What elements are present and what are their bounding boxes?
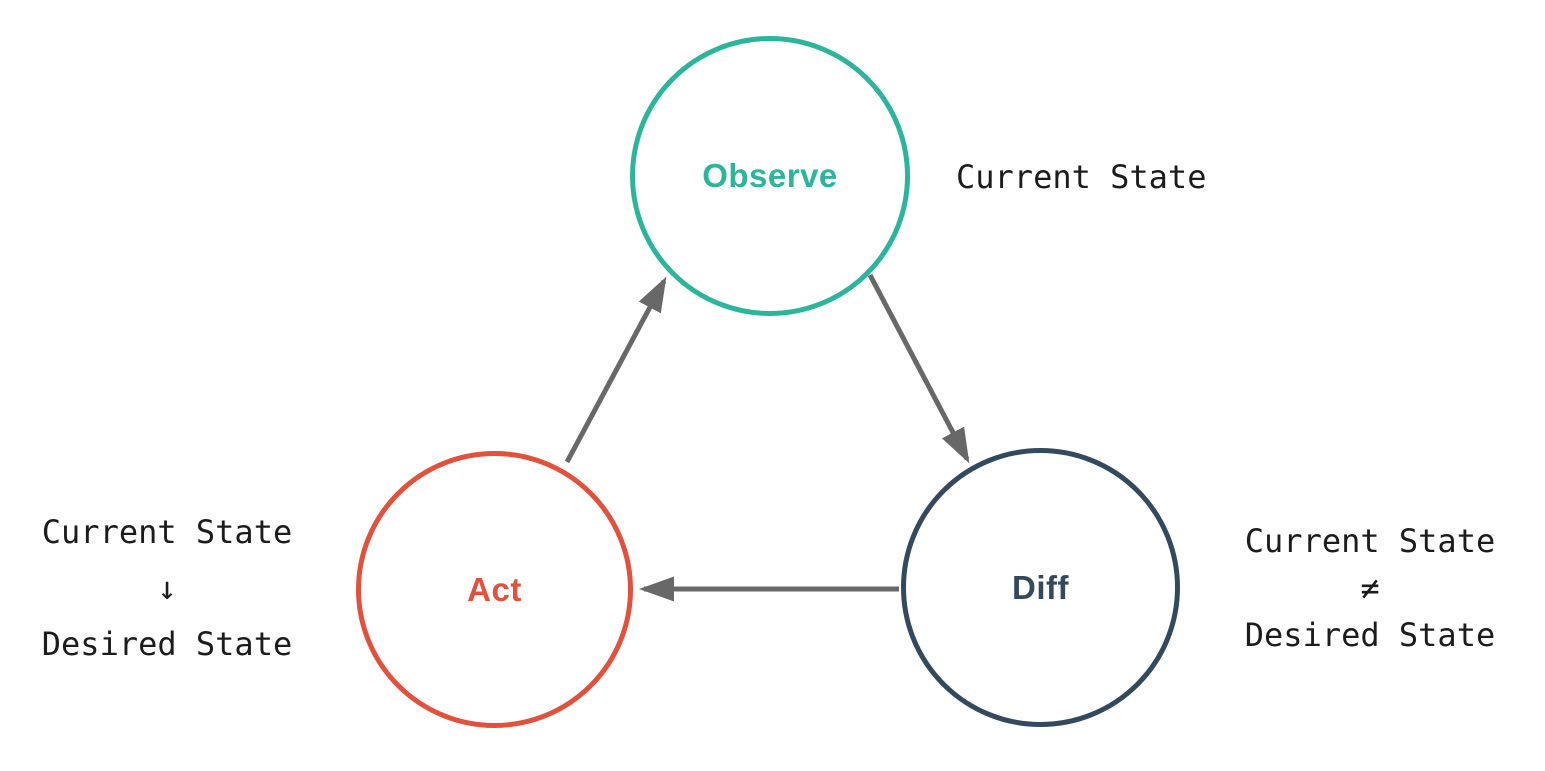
node-diff: Diff xyxy=(901,448,1180,727)
node-observe: Observe xyxy=(630,36,910,316)
annotation-line: Desired State xyxy=(1244,616,1496,654)
annotation-diff-not-equal: Current State ≠ Desired State xyxy=(1236,518,1504,659)
annotation-line: Current State xyxy=(41,513,293,551)
annotation-act-desired-state: Current State ↓ Desired State xyxy=(33,504,301,672)
node-observe-label: Observe xyxy=(702,157,838,194)
node-act: Act xyxy=(356,451,633,728)
annotation-line: Current State xyxy=(1244,522,1496,560)
edge-observe-to-diff xyxy=(867,273,970,464)
node-diff-label: Diff xyxy=(1012,568,1069,606)
annotation-line: Current State xyxy=(956,158,1207,196)
not-equal-glyph: ≠ xyxy=(1360,569,1380,607)
edge-act-to-observe xyxy=(564,276,667,464)
annotation-line: Desired State xyxy=(41,625,293,663)
annotation-observe-current-state: Current State xyxy=(956,157,1206,197)
down-arrow-glyph: ↓ xyxy=(157,569,177,607)
node-act-label: Act xyxy=(467,570,522,608)
